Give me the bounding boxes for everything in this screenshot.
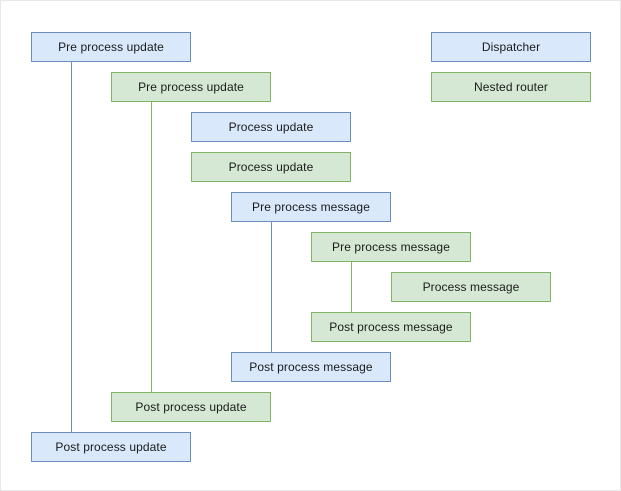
node-pre-process-message-nested-router[interactable]: Pre process message <box>311 232 471 262</box>
node-post-process-message-dispatcher[interactable]: Post process message <box>231 352 391 382</box>
node-post-process-message-nested-router[interactable]: Post process message <box>311 312 471 342</box>
edge-pre-process-message-to-post-process-message-nested-router <box>351 262 352 312</box>
edge-pre-process-update-to-post-process-update-dispatcher <box>71 62 72 432</box>
node-process-update-dispatcher[interactable]: Process update <box>191 112 351 142</box>
edge-pre-process-update-to-post-process-update-nested-router <box>151 102 152 392</box>
edge-pre-process-message-to-post-process-message-dispatcher <box>271 222 272 352</box>
node-post-process-update-dispatcher[interactable]: Post process update <box>31 432 191 462</box>
legend-item-dispatcher[interactable]: Dispatcher <box>431 32 591 62</box>
node-post-process-update-nested-router[interactable]: Post process update <box>111 392 271 422</box>
node-process-message-nested-router[interactable]: Process message <box>391 272 551 302</box>
node-pre-process-update-dispatcher[interactable]: Pre process update <box>31 32 191 62</box>
legend-item-nested-router[interactable]: Nested router <box>431 72 591 102</box>
node-pre-process-message-dispatcher[interactable]: Pre process message <box>231 192 391 222</box>
node-pre-process-update-nested-router[interactable]: Pre process update <box>111 72 271 102</box>
node-process-update-nested-router[interactable]: Process update <box>191 152 351 182</box>
